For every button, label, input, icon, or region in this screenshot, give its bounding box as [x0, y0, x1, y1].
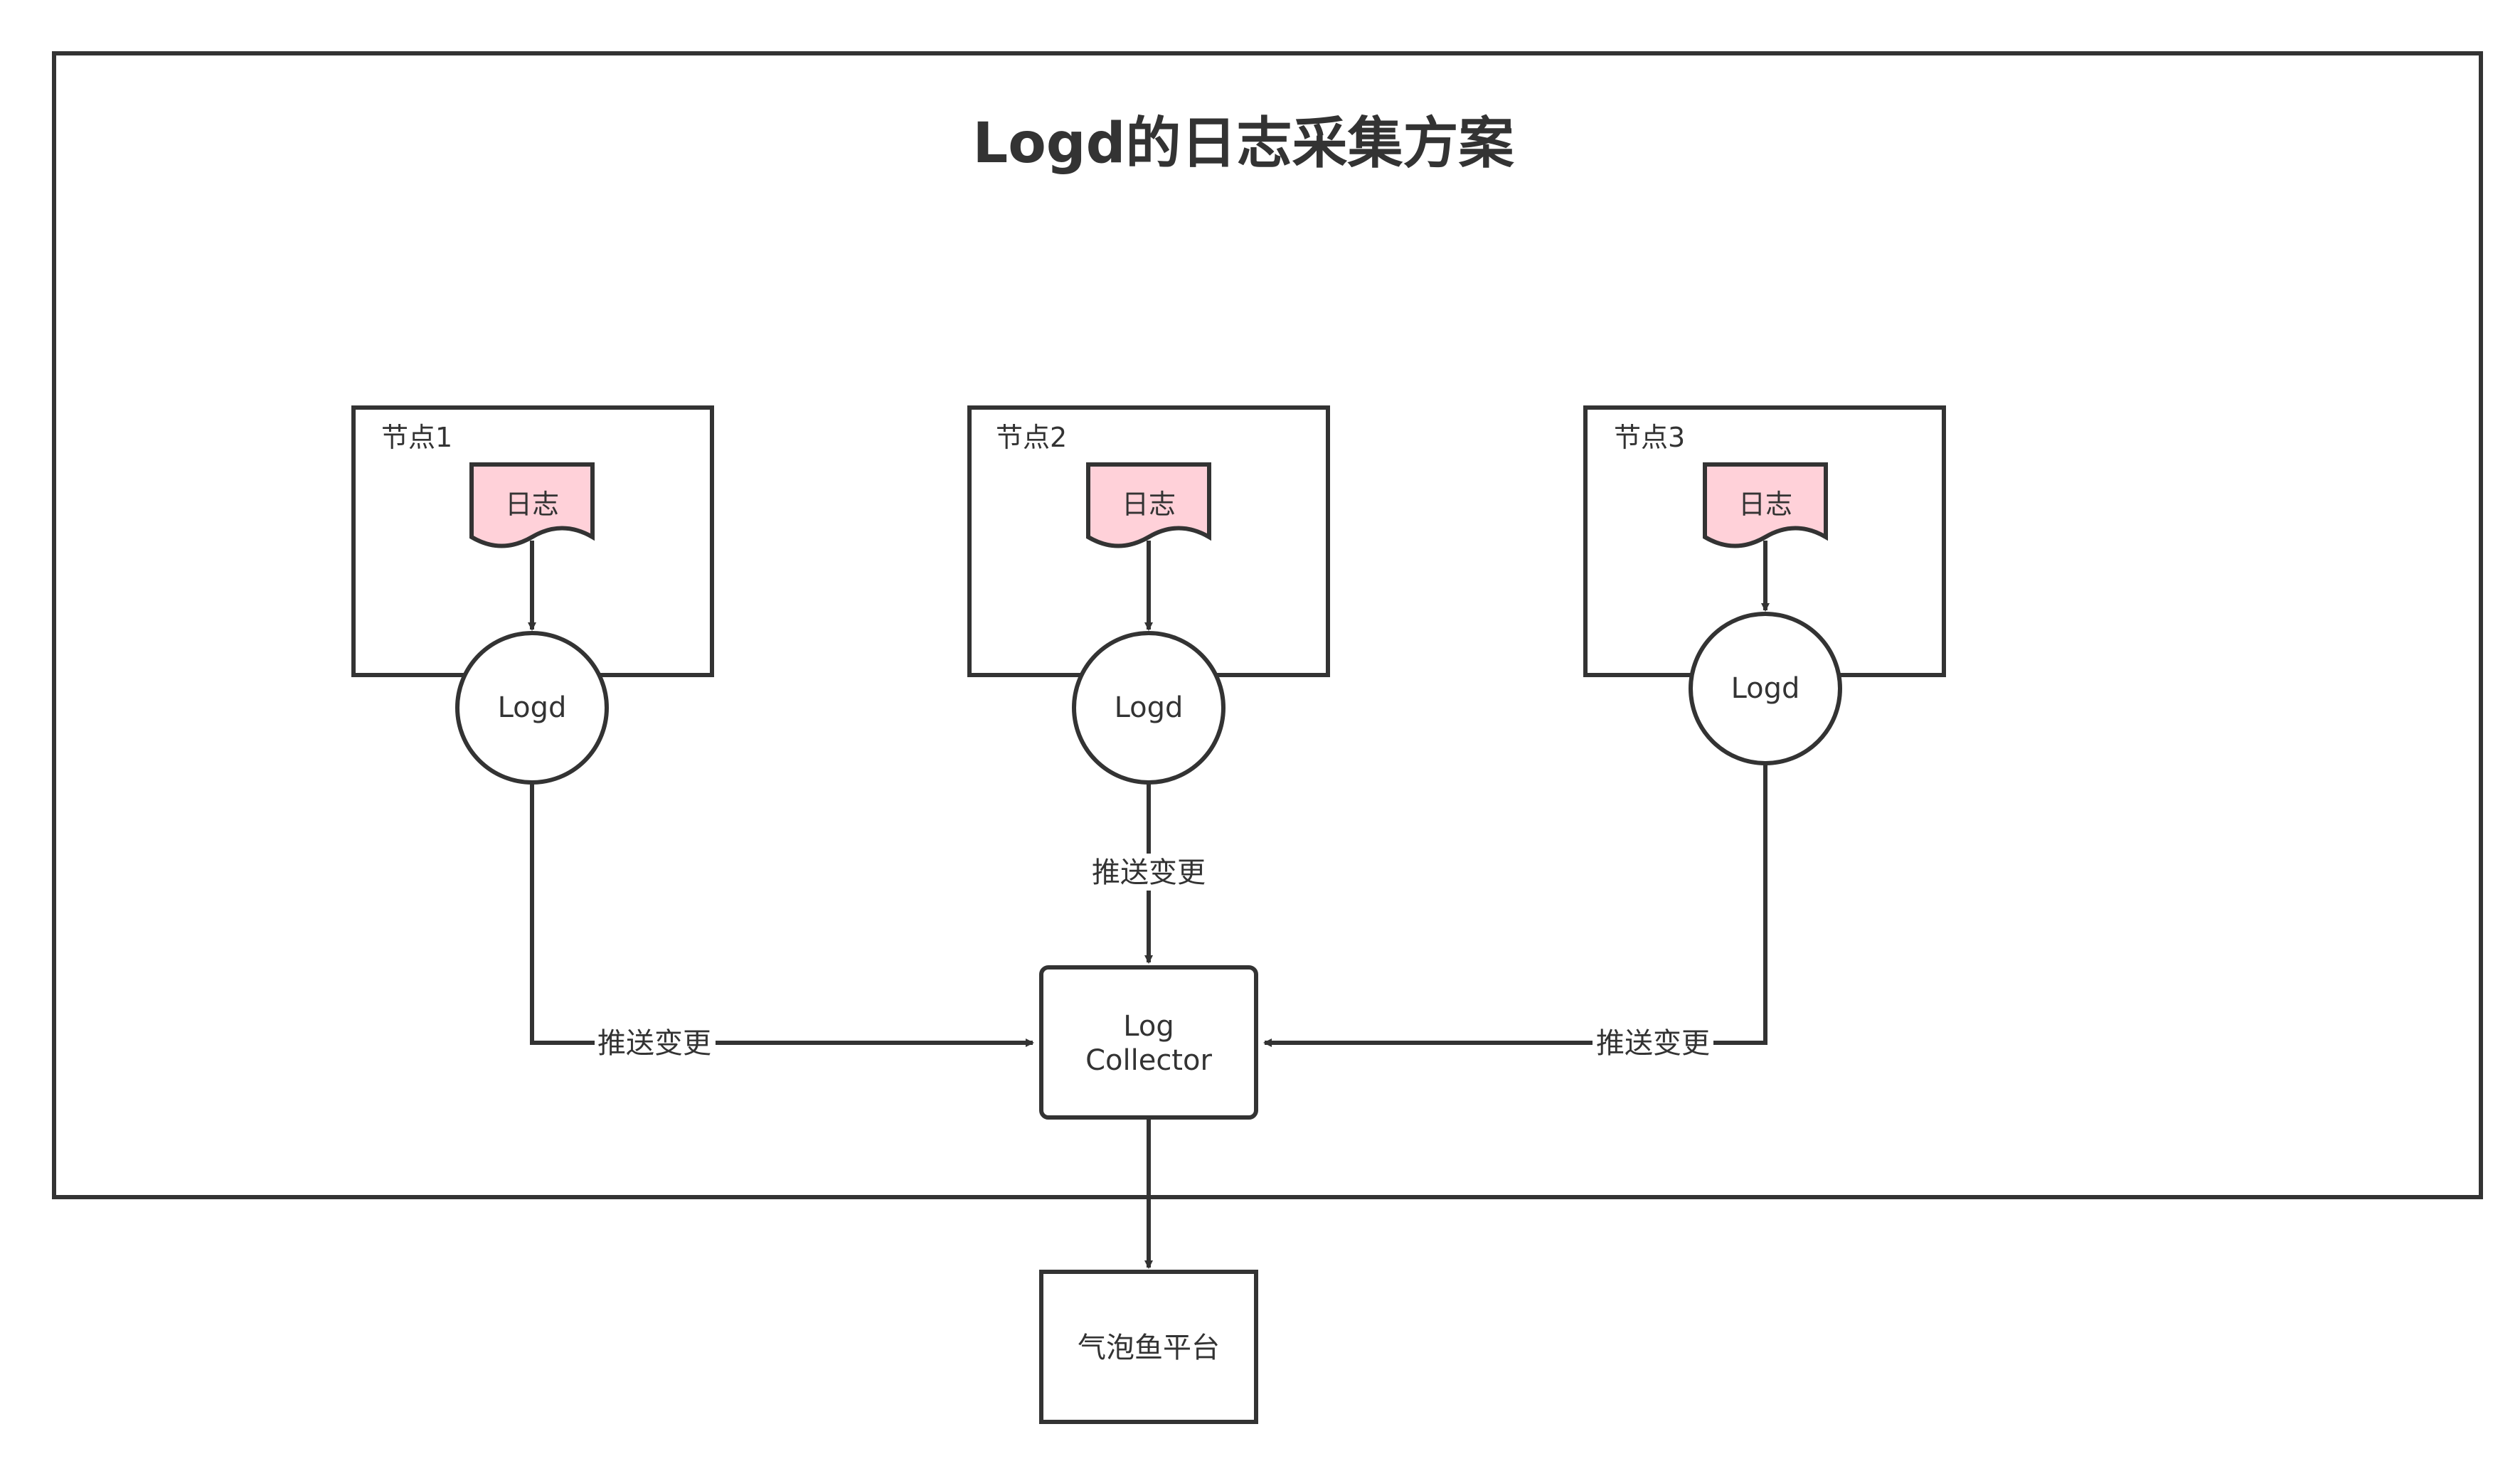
log-collector-label-line1: Log [1123, 1010, 1174, 1043]
edge-middle-label: 推送变更 [1092, 856, 1206, 889]
edge-logd1-to-collector [530, 782, 1034, 1047]
node-3-logd-label: Logd [1731, 672, 1800, 705]
node-2-logd-label: Logd [1115, 691, 1184, 724]
node-1-logd-label: Logd [498, 691, 567, 724]
log-collector-box [1039, 965, 1258, 1120]
log-collector-label-line2: Collector [1085, 1044, 1212, 1077]
edge-right-label-bg [1593, 1024, 1713, 1061]
platform-label: 气泡鱼平台 [1078, 1332, 1220, 1364]
node-3-log-doc [1703, 462, 1828, 548]
node-2: 节点2 日志 Logd [967, 405, 1330, 785]
node-3-log-doc-label: 日志 [1738, 489, 1792, 520]
node-1-log-doc-label: 日志 [505, 489, 559, 520]
node-3-label: 节点3 [1614, 422, 1685, 453]
edge-logd3-to-collector [1263, 763, 1767, 1047]
node-1-log-doc [469, 462, 595, 548]
node-2-log-doc [1086, 462, 1211, 548]
node-3: 节点3 日志 Logd [1583, 405, 1946, 765]
edge-left-label: 推送变更 [597, 1027, 711, 1060]
edge-right-label: 推送变更 [1596, 1027, 1710, 1060]
node-2-log-doc-label: 日志 [1122, 489, 1176, 520]
node-2-label: 节点2 [996, 422, 1067, 453]
diagram-title: Logd的日志采集方案 [973, 112, 1515, 176]
outer-container [52, 51, 2483, 1199]
node-1: 节点1 日志 Logd [351, 405, 714, 785]
node-1-label: 节点1 [381, 422, 452, 453]
platform-box [1039, 1270, 1258, 1424]
edge-middle-label-bg [1088, 854, 1209, 891]
edge-left-label-bg [595, 1024, 716, 1061]
